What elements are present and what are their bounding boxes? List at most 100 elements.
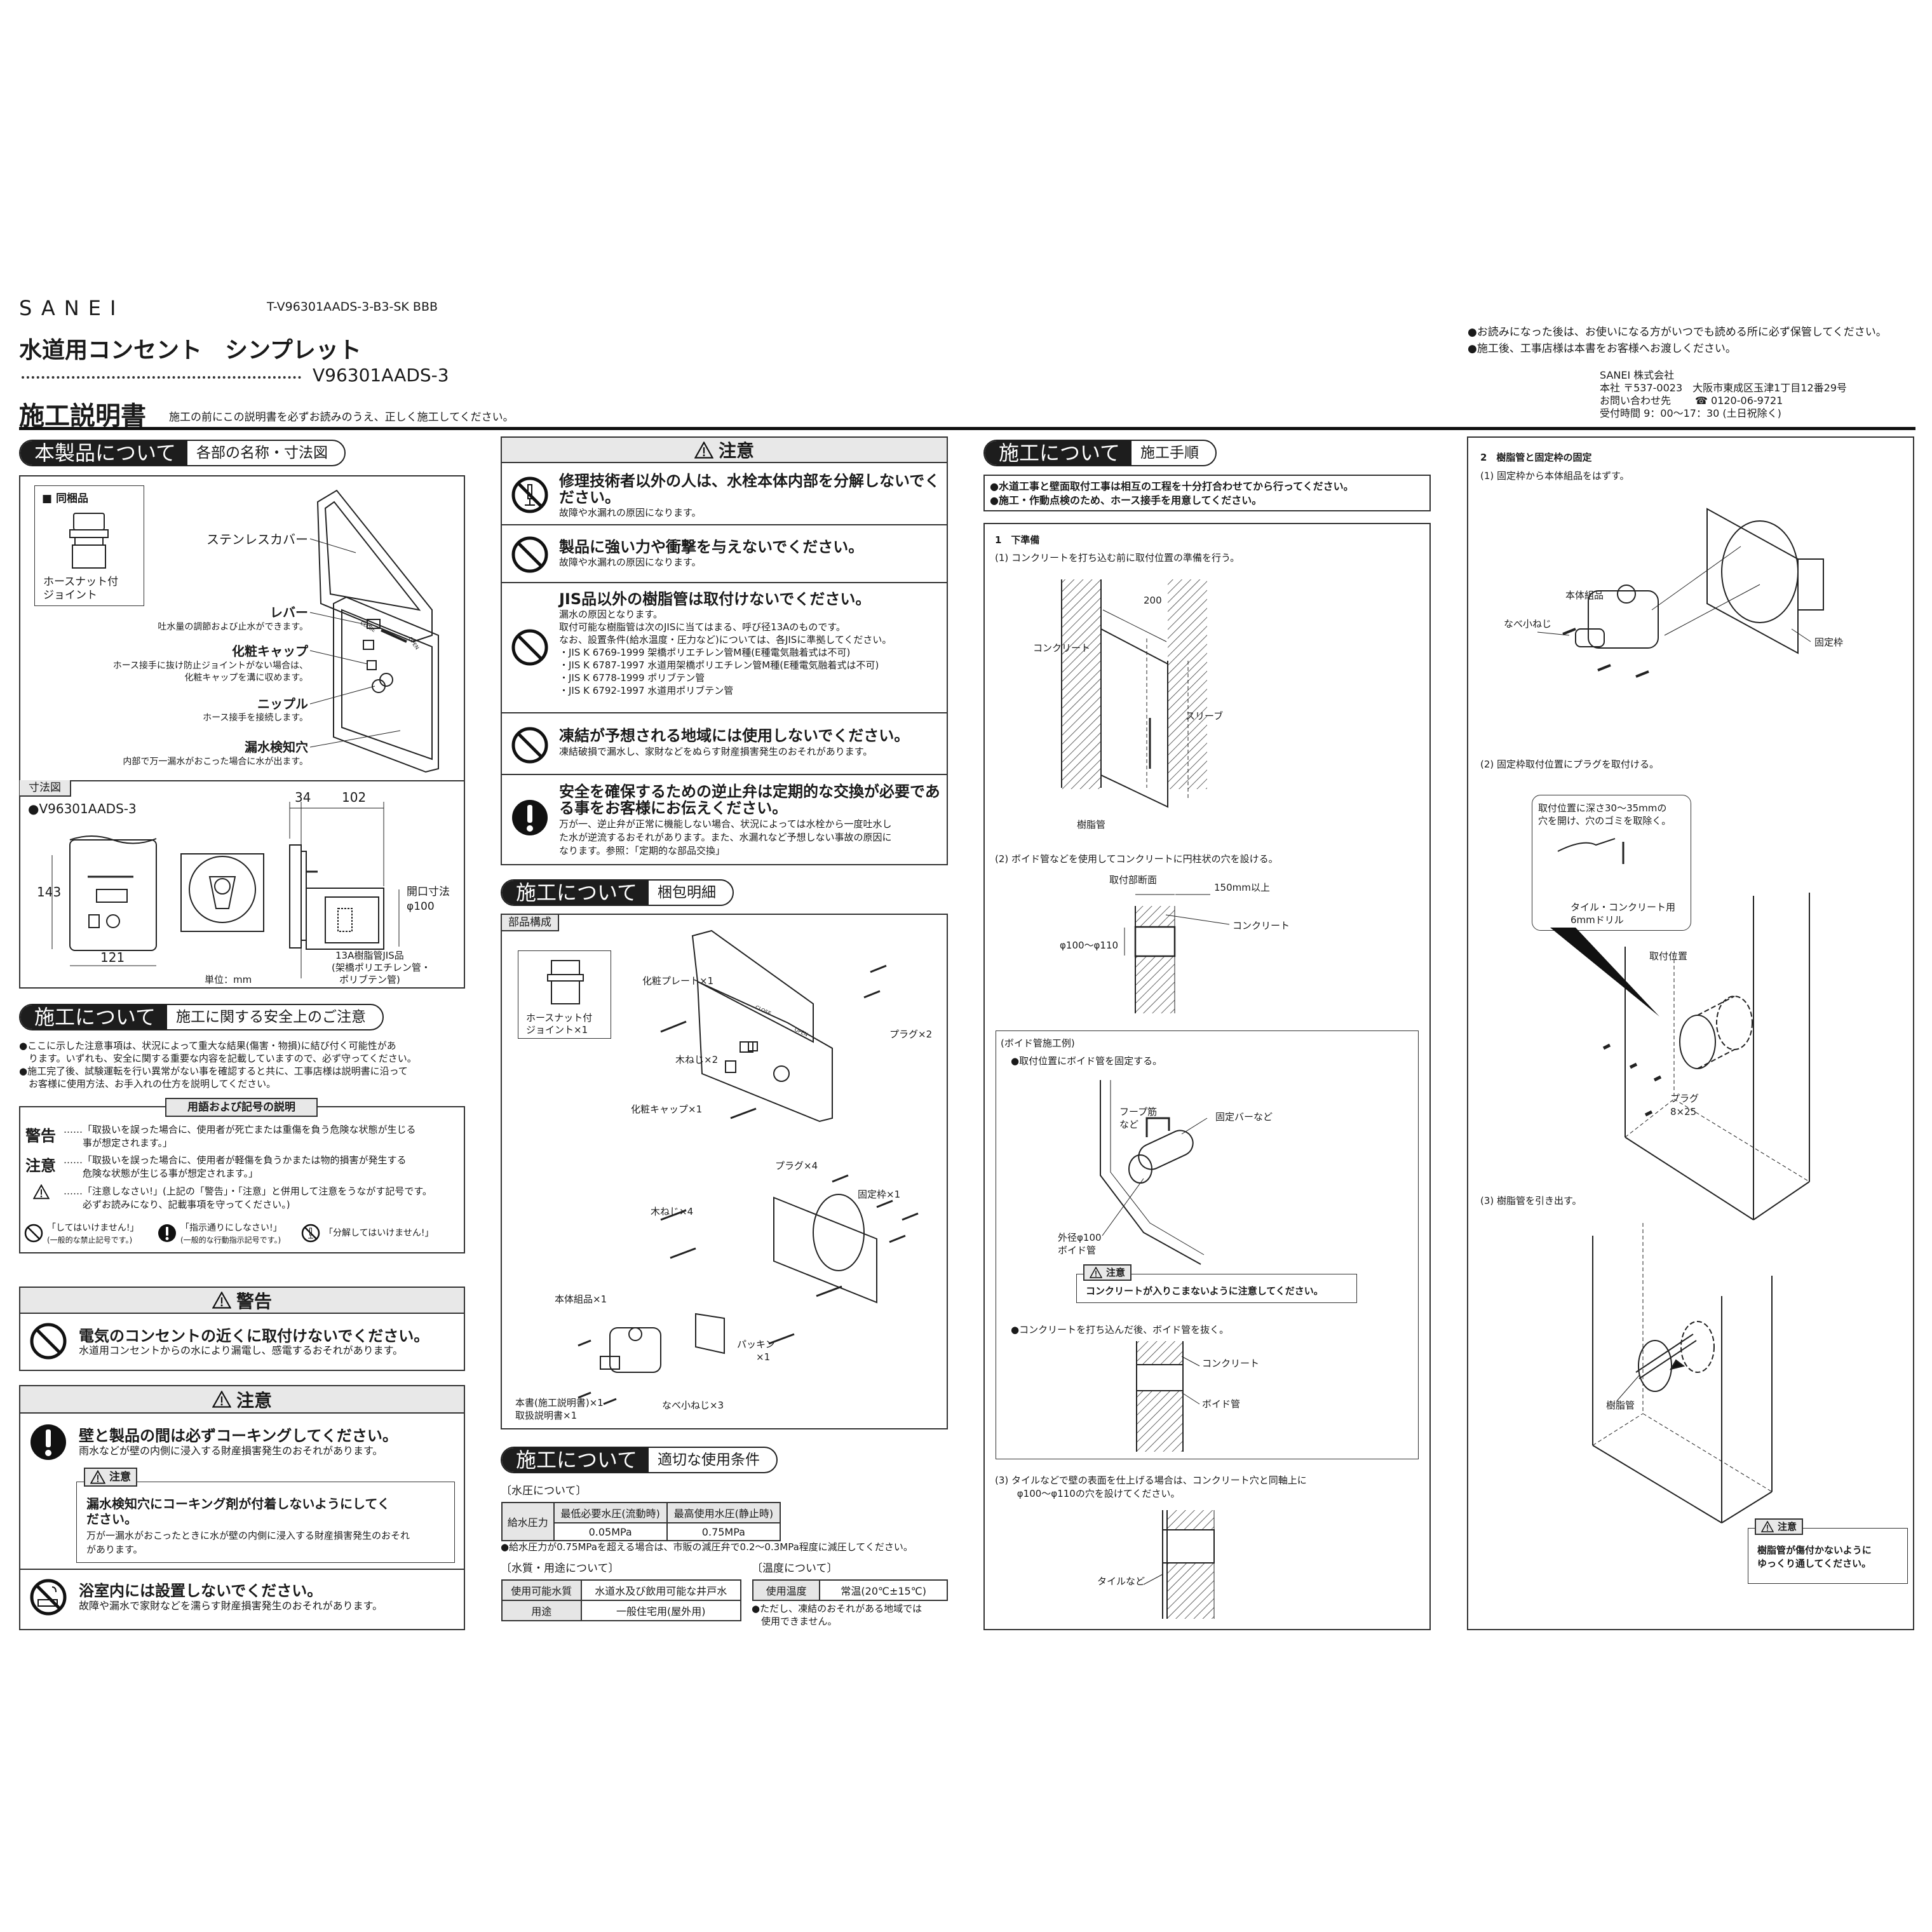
warning-header: 警告 xyxy=(20,1288,464,1314)
void-caution-text: コンクリートが入りこまないように注意してください。 xyxy=(1086,1285,1323,1297)
dotted-leader xyxy=(22,376,301,379)
caution-3-title: JIS品以外の樹脂管は取付けないでください。 xyxy=(559,590,871,608)
safety-bullet-1b: ります。いずれも、安全に関する重要な内容を記載していますので、必ず守ってください… xyxy=(19,1053,417,1064)
parts-list-tab-label: 部品構成 xyxy=(508,916,551,929)
sub-caution-title-2: ださい。 xyxy=(86,1511,137,1527)
section-header-main: 本製品について xyxy=(20,441,188,465)
fig1-concrete-label: コンクリート xyxy=(1033,642,1091,654)
step1-1-text: (1) コンクリートを打ち込む前に取付位置の準備を行う。 xyxy=(995,552,1240,564)
caution-1-title-1: 修理技術者以外の人は、水栓本体内部を分解しないでく xyxy=(559,472,940,490)
fig-frame-label: 固定枠 xyxy=(1814,637,1844,648)
dimension-divider xyxy=(20,780,464,781)
dim-opening-value: φ100 xyxy=(407,900,435,913)
caution-5-desc-1: 万が一、逆止弁が正常に機能しない場合、状況によっては水栓から一度吐水し xyxy=(559,818,892,830)
prohibition-icon xyxy=(29,1322,67,1360)
fig1-sleeve-label: スリーブ xyxy=(1186,710,1224,722)
pressure-note: ●給水圧力が0.75MPaを超える場合は、市販の減圧弁で0.2～0.3MPa程度… xyxy=(501,1541,913,1553)
quality-heading: 〔水質・用途について〕 xyxy=(501,1562,619,1575)
section-header-main: 施工について xyxy=(502,1448,649,1472)
terms-title: 用語および記号の説明 xyxy=(165,1098,318,1117)
pipe-caution-text-1: 樹脂管が傷付かないように xyxy=(1757,1544,1872,1556)
section-header-packing: 施工について 梱包明細 xyxy=(501,879,734,906)
void-pipe-label-1: 外径φ100 xyxy=(1058,1232,1102,1243)
section-header-sub: 梱包明細 xyxy=(658,884,717,901)
part-desc-leak-hole: 内部で万一漏水がおこった場合に水が出ます。 xyxy=(123,757,308,767)
section-header-main: 施工について xyxy=(502,881,649,905)
symbol-no-disassembly-label: 「分解してはいけません!」 xyxy=(324,1228,434,1238)
terms-box xyxy=(19,1106,465,1253)
prohibition-icon xyxy=(24,1224,43,1243)
usage-value: 一般住宅用(屋外用) xyxy=(580,1600,742,1621)
label-plug-4: プラグ×4 xyxy=(775,1160,818,1172)
handover-notice: ●施工後、工事店様は本書をお客様へお渡しください。 xyxy=(1468,342,1736,355)
drill-label-2: 6mmドリル xyxy=(1571,914,1624,926)
quality-table: 使用可能水質水道水及び飲用可能な井戸水 用途一般住宅用(屋外用) xyxy=(501,1579,742,1621)
contact-label: お問い合わせ先 xyxy=(1600,395,1672,407)
quality-value: 水道水及び飲用可能な井戸水 xyxy=(580,1579,742,1601)
label-manual-2: 取扱説明書×1 xyxy=(515,1410,578,1421)
fig-screw-label: なべ小ねじ xyxy=(1504,618,1552,630)
temperature-table: 使用温度常温(20℃±15℃) xyxy=(752,1579,948,1601)
caution-bathroom-desc: 故障や漏水で家財などを濡らす財産損害発生のおそれがあります。 xyxy=(79,1600,383,1612)
pressure-min-header: 最低必要水圧(流動時) xyxy=(553,1502,668,1523)
sub-caution-tag: 注意 xyxy=(84,1468,137,1487)
packing-included-2: ジョイント×1 xyxy=(526,1024,588,1036)
pipe-caution-tag: 注意 xyxy=(1755,1518,1804,1535)
section-header-sub: 施工手順 xyxy=(1140,445,1199,461)
no-disassembly-icon xyxy=(301,1224,320,1243)
drill-instruction-1: 取付位置に深さ30～35mmの xyxy=(1538,802,1667,814)
plug-label-1: プラグ xyxy=(1670,1093,1699,1104)
tile-label: タイルなど xyxy=(1097,1576,1145,1587)
prohibition-icon xyxy=(511,726,549,764)
no-bathroom-icon xyxy=(29,1578,67,1616)
part-desc-cap-1: ホース接手に抜け防止ジョイントがない場合は、 xyxy=(112,661,308,671)
part-desc-lever: 吐水量の調節および止水ができます。 xyxy=(158,622,308,632)
temperature-value: 常温(20℃±15℃) xyxy=(819,1579,948,1601)
caution-title: 注意 xyxy=(236,1389,272,1411)
void-pipe-section-label: ボイド管 xyxy=(1202,1398,1241,1410)
label-pan-screw: なべ小ねじ×3 xyxy=(662,1400,724,1411)
section-header-sub: 施工に関する安全上のご注意 xyxy=(176,1009,367,1025)
warning-triangle-icon xyxy=(1090,1267,1102,1278)
part-desc-cap-2: 化粧キャップを溝に収めます。 xyxy=(184,673,308,683)
step1-2-text: (2) ボイド管などを使用してコンクリートに円柱状の穴を設ける。 xyxy=(995,853,1278,865)
fig1-dim-200: 200 xyxy=(1144,595,1162,606)
part-label-cap: 化粧キャップ xyxy=(232,644,308,659)
model-number: V96301AADS-3 xyxy=(313,365,449,386)
section-header-main: 施工について xyxy=(20,1005,168,1029)
caution-box-usage: 注意 修理技術者以外の人は、水栓本体内部を分解しないでく ださい。 故障や水漏れ… xyxy=(501,436,948,865)
section-header-sub: 各部の名称・寸法図 xyxy=(196,445,328,461)
caution-box-installation: 注意 壁と製品の間は必ずコーキングしてください。 雨水などが壁の内側に浸入する財… xyxy=(19,1385,465,1630)
drill-instruction-2: 穴を開け、穴のゴミを取除く。 xyxy=(1538,815,1672,827)
warning-triangle-icon xyxy=(33,1184,50,1199)
fig1-pipe-label: 樹脂管 xyxy=(1077,819,1106,830)
label-packing-1: パッキン xyxy=(737,1339,775,1350)
step1-3-text-2: φ100～φ110の穴を設けてください。 xyxy=(995,1488,1180,1499)
caution-1-title-2: ださい。 xyxy=(559,489,620,506)
caution-caulking-desc: 雨水などが壁の内側に浸入する財産損害発生のおそれがあります。 xyxy=(79,1445,383,1457)
sub-caution-desc-2: があります。 xyxy=(86,1544,143,1555)
sanei-logo: SANEI xyxy=(19,296,125,320)
caution-3-jis-4: ・JIS K 6792-1997 水道用ポリブテン管 xyxy=(559,685,734,696)
caution-5-title-2: る事をお客様にお伝えください。 xyxy=(559,799,788,817)
term-caution-def-1: ……「取扱いを誤った場合に、使用者が軽傷を負うかまたは物的損害が発生する xyxy=(64,1154,407,1166)
caution-caulking-title: 壁と製品の間は必ずコーキングしてください。 xyxy=(79,1427,398,1445)
term-warning-def-2: 事が想定されます。」 xyxy=(64,1137,173,1149)
included-item-line2: ジョイント xyxy=(43,589,97,602)
header-rule xyxy=(19,427,1915,430)
procedure-note-1: ●水道工事と壁面取付工事は相互の工程を十分打合わせてから行ってください。 xyxy=(990,480,1354,492)
caution-2-desc: 故障や水漏れの原因になります。 xyxy=(559,557,701,568)
term-caution-def-2: 危険な状態が生じる事が想定されます。」 xyxy=(64,1168,259,1179)
term-caution: 注意 xyxy=(25,1157,56,1175)
fig2-title: 取付部断面 xyxy=(1109,874,1158,886)
symbol-mandatory-sub: (一般的な行動指示記号です。) xyxy=(180,1236,281,1245)
section-header-sub: 適切な使用条件 xyxy=(658,1452,760,1468)
label-packing-2: ×1 xyxy=(756,1351,771,1363)
no-disassembly-icon xyxy=(511,476,549,514)
part-label-cover: ステンレスカバー xyxy=(206,532,308,547)
warning-triangle-icon xyxy=(1761,1521,1774,1532)
warning-triangle-icon xyxy=(694,442,713,459)
step2-3-text: (3) 樹脂管を引き出す。 xyxy=(1480,1195,1582,1206)
dimension-tab-label: 寸法図 xyxy=(29,781,61,794)
fig-body-label: 本体組品 xyxy=(1565,590,1604,601)
